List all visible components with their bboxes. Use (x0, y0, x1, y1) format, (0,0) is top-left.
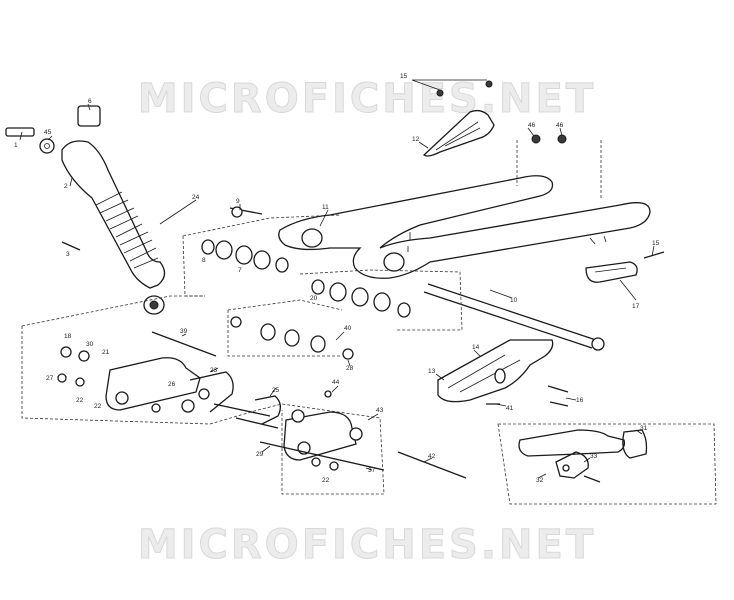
callout-labels: 15 6 45 1 2 12 46 46 24 3 9 11 15 17 10 … (14, 73, 660, 484)
callout-2: 2 (64, 183, 68, 190)
callout-26: 26 (168, 381, 176, 388)
linkage-lower (213, 390, 467, 495)
callout-14: 14 (472, 344, 480, 351)
callout-23a: 23 (210, 367, 218, 374)
shock-absorber (5, 105, 166, 315)
callout-33: 33 (590, 453, 598, 460)
callout-32: 32 (536, 477, 544, 484)
callout-8: 8 (202, 257, 206, 264)
callout-15b: 15 (652, 240, 660, 247)
callout-46b: 46 (556, 122, 564, 129)
callout-10: 10 (510, 297, 518, 304)
linkage-left (21, 295, 354, 425)
bushings-46 (516, 134, 602, 200)
leader-lines (19, 103, 655, 479)
callout-41: 41 (506, 405, 514, 412)
callout-11: 11 (322, 204, 329, 211)
kickstand-assembly (497, 423, 717, 505)
callout-28: 28 (346, 365, 354, 372)
callout-37: 37 (368, 467, 376, 474)
callout-22c: 22 (322, 477, 330, 484)
lower-bracket (437, 339, 569, 407)
callout-9: 9 (236, 198, 240, 205)
callout-3: 3 (66, 251, 70, 258)
swingarm (278, 175, 651, 279)
callout-24: 24 (192, 194, 200, 201)
callout-27a: 27 (46, 375, 54, 382)
callout-18: 18 (64, 333, 72, 340)
callout-44: 44 (332, 379, 340, 386)
callout-42: 42 (428, 453, 436, 460)
callout-43: 43 (376, 407, 384, 414)
callout-6: 6 (88, 98, 92, 105)
callout-7: 7 (238, 267, 242, 274)
callout-20: 20 (310, 295, 318, 302)
top-screws (411, 79, 493, 97)
callout-45a: 45 (44, 129, 52, 136)
callout-15a: 15 (400, 73, 408, 80)
chain-guard (422, 109, 495, 157)
callout-12: 12 (412, 136, 420, 143)
callout-22a: 22 (76, 397, 84, 404)
callout-29: 29 (256, 451, 264, 458)
pivot-spacers (182, 206, 463, 331)
callout-13: 13 (428, 368, 436, 375)
callout-17: 17 (632, 303, 640, 310)
plate-17 (585, 251, 665, 283)
callout-31: 31 (640, 425, 648, 432)
callout-21: 21 (102, 349, 110, 356)
callout-40: 40 (344, 325, 352, 332)
callout-16: 16 (576, 397, 584, 404)
callout-46a: 46 (528, 122, 536, 129)
callout-1: 1 (14, 142, 18, 149)
callout-25: 25 (272, 387, 280, 394)
callout-22b: 22 (94, 403, 102, 410)
callout-39: 39 (180, 328, 188, 335)
callout-30: 30 (86, 341, 94, 348)
pivot-shaft (423, 283, 605, 351)
